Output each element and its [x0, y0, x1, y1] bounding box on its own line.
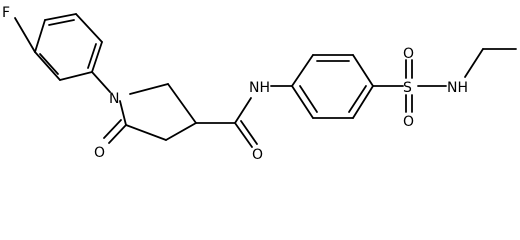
c-f-bond	[14, 17, 36, 53]
fluorine-label: F	[2, 5, 10, 21]
structure-canvas: F N O O NH S O O NH	[2, 5, 517, 163]
central-phenyl-ring	[291, 54, 374, 119]
amide-double-bond	[234, 122, 253, 148]
aryl-n-bond	[91, 71, 111, 93]
fluorophenyl-ring	[34, 13, 103, 81]
sulfur-label: S	[403, 80, 412, 96]
amide-double-bond-2	[240, 120, 258, 145]
ketone-double-bond-2	[103, 119, 122, 139]
sulfonyl-oxygen-bottom-label: O	[403, 114, 414, 130]
sulfonyl-oxygen-top-label: O	[403, 46, 414, 62]
ketone-oxygen-label: O	[94, 145, 105, 161]
ring-nitrogen-label: N	[109, 91, 119, 107]
sulfonamide-nh-label: NH	[447, 80, 468, 96]
ketone-double-bond	[108, 124, 127, 144]
amide-c-n-bond	[234, 97, 252, 124]
amide-nh-label: NH	[249, 80, 270, 96]
pyrrolidinone-ring	[119, 83, 197, 141]
n-ethyl-bond	[464, 48, 484, 78]
amide-oxygen-label: O	[252, 147, 263, 163]
molecule-diagram: F N O O NH S O O NH	[2, 5, 517, 163]
